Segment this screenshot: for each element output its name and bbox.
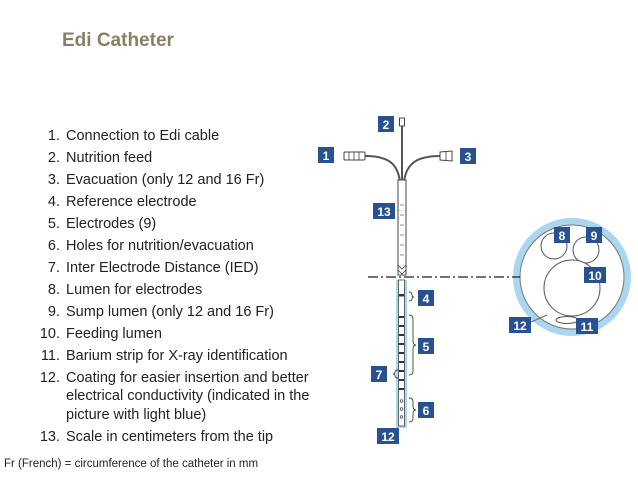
legend-item: 5.Electrodes (9) bbox=[47, 215, 157, 233]
leader-line bbox=[530, 314, 548, 323]
legend-item: 6.Holes for nutrition/evacuation bbox=[47, 237, 254, 255]
svg-text:4: 4 bbox=[423, 292, 430, 306]
svg-text:5: 5 bbox=[423, 340, 430, 354]
callout-9: 9 bbox=[586, 227, 602, 243]
callout-12-cross: 12 bbox=[509, 317, 531, 333]
svg-text:2: 2 bbox=[383, 118, 390, 132]
svg-text:1: 1 bbox=[323, 149, 330, 163]
callout-13: 13 bbox=[373, 203, 395, 219]
legend-item: 7.Inter Electrode Distance (IED) bbox=[47, 259, 259, 277]
callout-6: 6 bbox=[418, 402, 434, 418]
legend-item: 13.Scale in centimeters from the tip bbox=[39, 428, 274, 446]
braces bbox=[392, 291, 417, 423]
legend-item: 8.Lumen for electrodes bbox=[47, 281, 203, 299]
legend-item: 2.Nutrition feed bbox=[47, 149, 153, 167]
legend-item: 12.Coating for easier insertion and bett… bbox=[39, 369, 310, 423]
page-title: Edi Catheter bbox=[62, 30, 174, 51]
footnote: Fr (French) = circumference of the cathe… bbox=[4, 458, 259, 470]
svg-text:8: 8 bbox=[559, 229, 566, 243]
svg-text:11: 11 bbox=[581, 320, 594, 334]
svg-text:6: 6 bbox=[423, 404, 430, 418]
legend-list: 1.Connection to Edi cable 2.Nutrition fe… bbox=[30, 125, 330, 448]
callout-2: 2 bbox=[378, 116, 394, 132]
legend-item: 3.Evacuation (only 12 and 16 Fr) bbox=[47, 171, 265, 189]
callout-1: 1 bbox=[318, 147, 334, 163]
callout-4: 4 bbox=[418, 290, 434, 306]
svg-text:7: 7 bbox=[376, 368, 383, 382]
svg-text:13: 13 bbox=[377, 205, 391, 219]
callout-11: 11 bbox=[576, 318, 598, 334]
callout-10: 10 bbox=[584, 267, 606, 283]
svg-text:· · ·: · · · bbox=[398, 208, 406, 214]
legend-item: 4.Reference electrode bbox=[47, 193, 197, 211]
legend-item: 1.Connection to Edi cable bbox=[47, 127, 220, 145]
catheter-body-upper: · · · bbox=[397, 179, 407, 276]
legend-item: 11.Barium strip for X-ray identification bbox=[40, 347, 288, 365]
callout-5: 5 bbox=[418, 338, 434, 354]
svg-text:9: 9 bbox=[591, 229, 598, 243]
catheter-body-lower bbox=[396, 279, 407, 428]
callout-8: 8 bbox=[554, 227, 570, 243]
legend-item: 10.Feeding lumen bbox=[39, 325, 162, 343]
svg-text:12: 12 bbox=[513, 319, 527, 333]
svg-text:10: 10 bbox=[588, 269, 602, 283]
legend-item: 9.Sump lumen (only 12 and 16 Fr) bbox=[47, 303, 274, 321]
callout-12-tip: 12 bbox=[377, 428, 399, 444]
callout-3: 3 bbox=[460, 148, 476, 164]
svg-text:12: 12 bbox=[381, 430, 395, 444]
catheter-connectors bbox=[343, 117, 453, 183]
svg-text:3: 3 bbox=[465, 150, 472, 164]
callout-7: 7 bbox=[371, 366, 387, 382]
cross-section bbox=[513, 218, 631, 336]
